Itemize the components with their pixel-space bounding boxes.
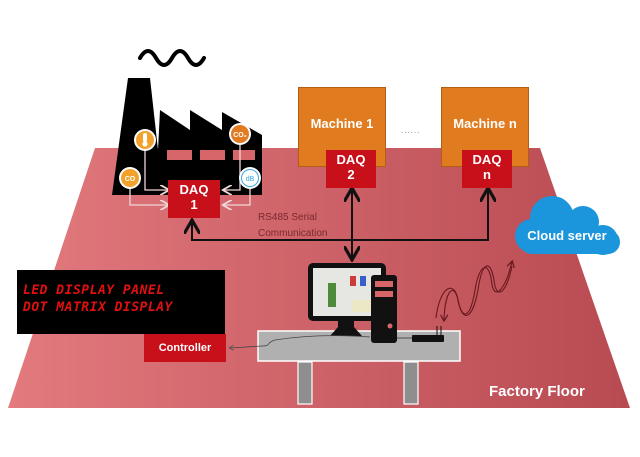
daq-n-line2: n [483,167,491,182]
controller-box: Controller [144,334,226,362]
thermometer-icon [134,129,156,151]
sensor-line-co2 [224,142,241,190]
co2-sensor-icon: CO₂ [229,123,251,145]
rs485-label: RS485 Serial Communication [258,210,327,242]
factory-window [167,150,192,160]
cable-controller [230,335,371,348]
machine-n-label: Machine n [453,116,517,131]
cloud-server-icon [515,196,620,255]
co-sensor-icon: CO [119,167,141,189]
co2-sensor-label: CO₂ [233,132,247,139]
smoke-icon [138,49,206,67]
led-display-line1: LED DISPLAY PANEL [23,283,165,298]
daq-n: DAQ n [462,150,512,188]
rs485-label-line1: RS485 Serial [258,212,317,223]
cloud-server-label: Cloud server [527,228,607,243]
daq-1-line2: 1 [190,197,198,212]
router-icon [412,326,444,342]
computer-tower-icon [371,275,397,343]
daq-2-line1: DAQ [336,152,366,167]
factory-window [233,150,255,160]
sensor-line-temperature [144,150,168,190]
decibel-sensor-icon: dB [239,167,261,189]
sensor-line-noise [224,185,251,205]
decibel-sensor-label: dB [246,176,255,183]
co-sensor-label: CO [125,176,136,183]
machines-ellipsis: ...... [401,126,421,135]
sensor-line-co [129,185,168,205]
desk-leg-right [403,361,419,405]
led-display-line2: DOT MATRIX DISPLAY [23,300,173,315]
daq-1-line1: DAQ [179,182,209,197]
factory-window [200,150,225,160]
daq-2-line2: 2 [347,167,355,182]
machine-1-label: Machine 1 [310,116,374,131]
daq-2: DAQ 2 [326,150,376,188]
wireless-signal-icon [444,265,513,320]
led-display-panel: LED DISPLAY PANEL DOT MATRIX DISPLAY [17,270,225,334]
factory-building-icon [112,78,262,195]
desk-leg-left [297,361,313,405]
factory-floor-label: Factory Floor [489,383,585,400]
computer-monitor-icon [308,263,386,336]
rs485-label-line2: Communication [258,228,328,239]
wireless-signal-icon [435,262,512,319]
daq-n-line1: DAQ [472,152,502,167]
daq-1: DAQ 1 [168,180,220,218]
